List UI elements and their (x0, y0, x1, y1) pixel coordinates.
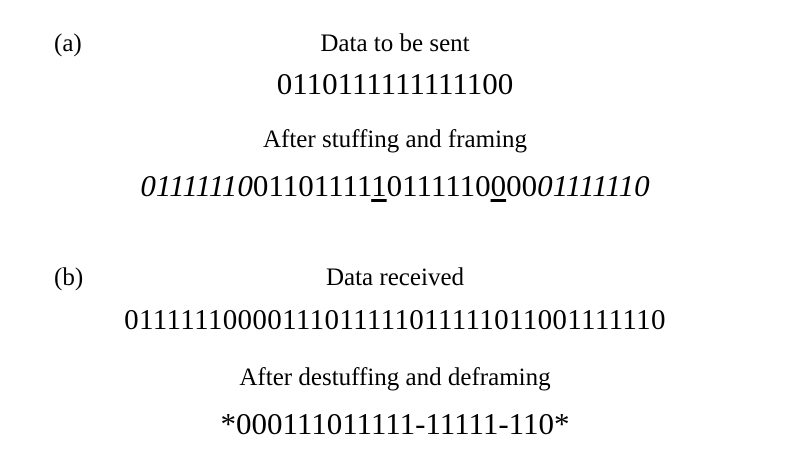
stuffed-bit-2: 0 (490, 168, 507, 203)
payload-segment-2: 0111110 (386, 168, 491, 203)
part-a-data-bits: 0110111111111100 (276, 66, 514, 101)
part-b-result-bits: *000111011111-11111-110* (220, 406, 570, 441)
stuffed-bit-1: 1 (371, 168, 387, 203)
payload-segment-3: 00 (506, 168, 538, 203)
opening-flag: 01111110 (140, 168, 253, 203)
part-b-label: (b) (54, 264, 84, 291)
part-a-result-caption: After stuffing and framing (262, 126, 528, 153)
part-a-result-bits: 01111110011011111011111000001111110 (0, 168, 790, 204)
part-a-label: (a) (54, 30, 82, 57)
part-a-data-caption: Data to be sent (320, 30, 470, 57)
part-b-data-bits: 01111110000111011111011111011001111110 (124, 304, 666, 336)
part-b-data-caption: Data received (325, 264, 465, 291)
payload-segment-1: 01101111 (252, 168, 372, 203)
part-b-result-caption: After destuffing and deframing (239, 364, 551, 391)
closing-flag: 01111110 (537, 168, 650, 203)
